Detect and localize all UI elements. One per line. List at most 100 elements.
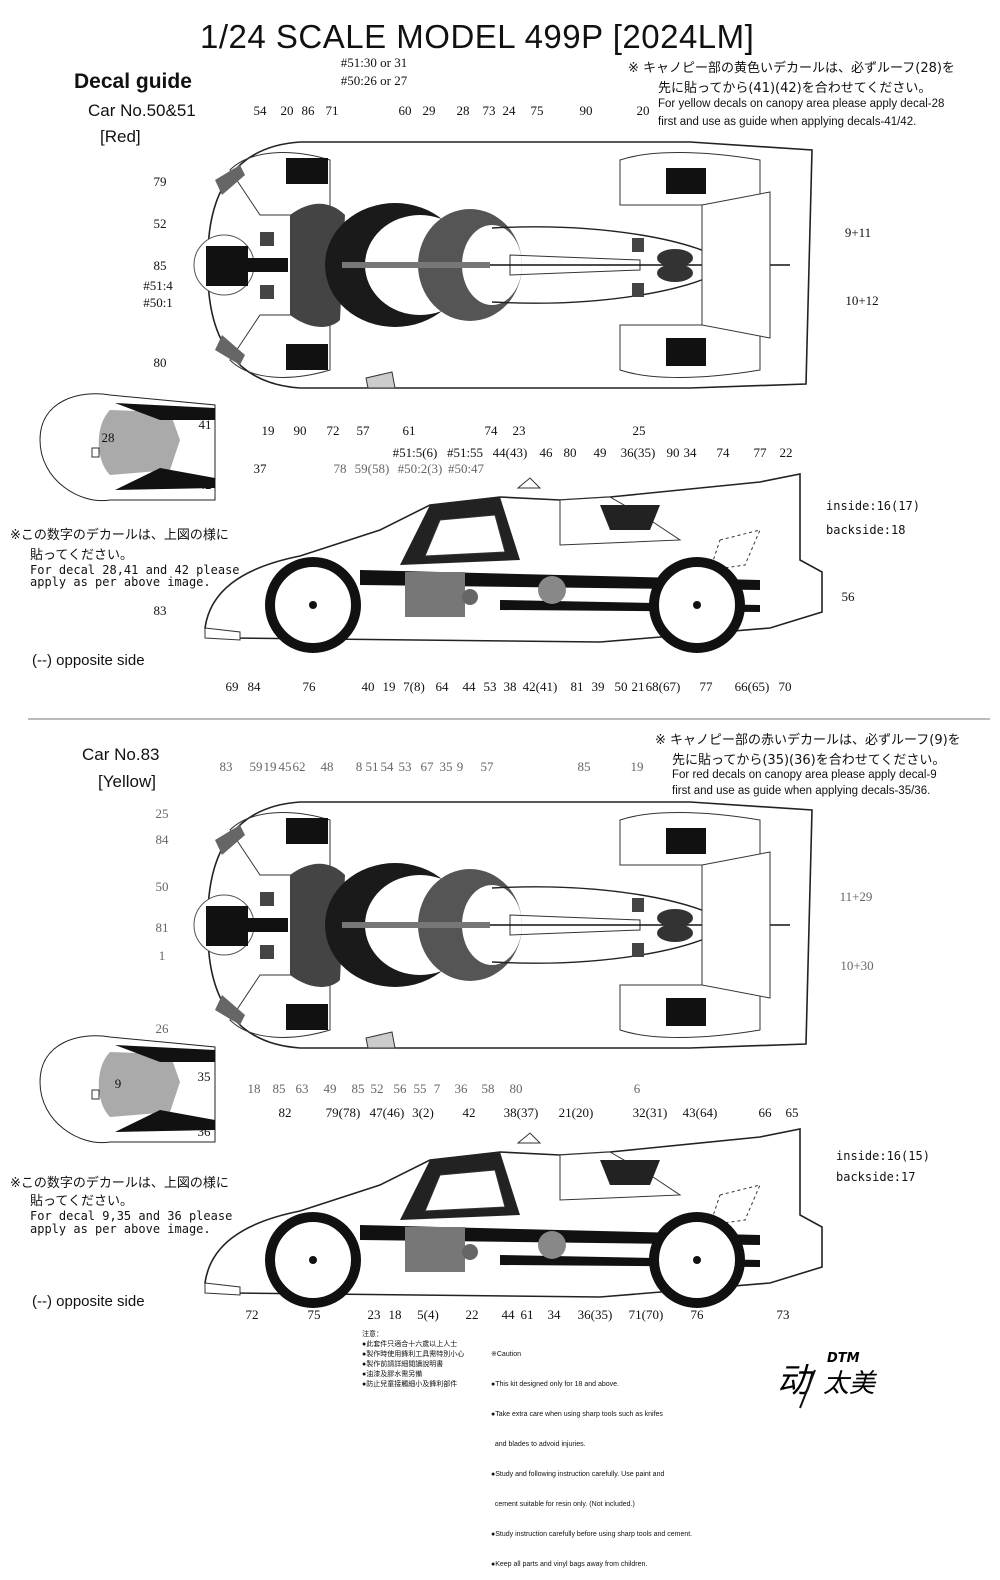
decal-number-label: 79(78) bbox=[325, 1105, 361, 1120]
apply-note-en-line1: For decal 28,41 and 42 please bbox=[30, 563, 240, 577]
decal-number-label: 81 bbox=[155, 920, 169, 935]
decal-number-label: 18 bbox=[247, 1081, 261, 1096]
decal-number-label: 20 bbox=[280, 103, 294, 118]
decal-number-label: 9 bbox=[114, 1076, 122, 1091]
decal-number-label: 5(4) bbox=[417, 1307, 439, 1322]
decal-number-label: 39 bbox=[591, 679, 605, 694]
decal-number-label: 60 bbox=[398, 103, 412, 118]
decal-number-label: 32(31) bbox=[632, 1105, 668, 1120]
decal-number-label: 58 bbox=[481, 1081, 495, 1096]
decal-number-label: 53 bbox=[483, 679, 497, 694]
decal-number-label: 57 bbox=[480, 759, 494, 774]
decal-number-label: 85 bbox=[351, 1081, 365, 1096]
apply-note-jp-line1: ※この数字のデカールは、上図の様に bbox=[10, 528, 229, 543]
decal-number-label: 71(70) bbox=[628, 1307, 664, 1322]
decal-number-label: 7 bbox=[433, 1081, 441, 1096]
car-number-heading: Car No.83 bbox=[82, 745, 160, 764]
decal-number-label: 46 bbox=[539, 445, 553, 460]
decal-number-label: 42 bbox=[198, 477, 212, 492]
caution-en-block: ※Caution ●This kit designed only for 18 … bbox=[491, 1330, 692, 1580]
apply-note-en-line2: apply as per above image. bbox=[30, 575, 211, 589]
side-view-car-50-51 bbox=[205, 474, 822, 648]
decal-number-label: 40 bbox=[361, 679, 375, 694]
decal-number-label: 63 bbox=[295, 1081, 309, 1096]
decal-number-label: 70 bbox=[778, 679, 792, 694]
apply-note-jp-line2: 貼ってください。 bbox=[30, 1194, 133, 1209]
decal-number-label: 77 bbox=[753, 445, 767, 460]
top-view-car-50-51 bbox=[194, 142, 812, 388]
canopy-detail-83 bbox=[39, 1035, 216, 1144]
decal-number-label: 7(8) bbox=[403, 679, 425, 694]
decal-number-label: 21 bbox=[631, 679, 645, 694]
decal-number-label: 21(20) bbox=[558, 1105, 594, 1120]
decal-number-label: 59(58) bbox=[354, 461, 390, 476]
opposite-side-legend: (--) opposite side bbox=[32, 652, 145, 669]
decal-number-label: #50:1 bbox=[143, 295, 173, 310]
decal-number-label: 85 bbox=[577, 759, 591, 774]
decal-number-label: 74 bbox=[484, 423, 498, 438]
decal-number-label: 82 bbox=[278, 1105, 292, 1120]
decal-number-label: 68(67) bbox=[645, 679, 681, 694]
decal-number-label: 9 bbox=[456, 759, 464, 774]
decal-number-label: 80 bbox=[509, 1081, 523, 1096]
apply-note-en-line2: apply as per above image. bbox=[30, 1222, 211, 1236]
decal-number-label: 84 bbox=[155, 832, 169, 847]
decal-number-label: 11+29 bbox=[839, 889, 873, 904]
decal-number-label: 90 bbox=[293, 423, 307, 438]
decal-number-label: 44(43) bbox=[492, 445, 528, 460]
decal-number-label: 6 bbox=[633, 1081, 641, 1096]
decal-number-label: 53 bbox=[398, 759, 412, 774]
decal-number-label: 56 bbox=[393, 1081, 407, 1096]
caution-cn-line: ●防止兒童接觸細小及鋒利部件 bbox=[362, 1381, 458, 1388]
decal-number-label: 22 bbox=[779, 445, 793, 460]
top-view-car-83 bbox=[194, 802, 812, 1048]
decal-number-label: 19 bbox=[630, 759, 644, 774]
decal-number-label: 10+30 bbox=[840, 958, 874, 973]
car-color-heading: [Yellow] bbox=[98, 772, 156, 791]
decal-number-label: 83 bbox=[153, 603, 167, 618]
canopy-detail-50-51 bbox=[39, 393, 216, 502]
decal-number-label: 3(2) bbox=[412, 1105, 434, 1120]
decal-number-label: 18 bbox=[388, 1307, 402, 1322]
decal-number-label: 78 bbox=[333, 461, 347, 476]
decal-number-label: 41 bbox=[198, 417, 212, 432]
decal-number-label: 90 bbox=[666, 445, 680, 460]
caution-cn-title: 注意： bbox=[362, 1331, 383, 1338]
decal-number-label: 54 bbox=[253, 103, 267, 118]
decal-number-label: #51:55 bbox=[446, 445, 484, 460]
decal-number-label: 83 bbox=[219, 759, 233, 774]
decal-number-label: 86 bbox=[301, 103, 315, 118]
decal-number-label: 19 bbox=[382, 679, 396, 694]
decal-number-label: 49 bbox=[323, 1081, 337, 1096]
caution-en-title: ※Caution bbox=[491, 1351, 521, 1358]
caution-cn-block: 注意： ●此套件只適合十六歲以上人士 ●製作時使用鋒利工具需特別小心 ●製作前請… bbox=[362, 1330, 464, 1390]
decal-number-label: 44 bbox=[462, 679, 476, 694]
caution-cn-line: ●此套件只適合十六歲以上人士 bbox=[362, 1341, 458, 1348]
decal-number-label: 49 bbox=[593, 445, 607, 460]
decal-number-label: 59 bbox=[249, 759, 263, 774]
canopy-note-en-line2: first and use as guide when applying dec… bbox=[672, 785, 931, 797]
decal-number-label: 67 bbox=[420, 759, 434, 774]
caution-cn-line: ●製作時使用鋒利工具需特別小心 bbox=[362, 1351, 465, 1358]
decal-number-label: 45 bbox=[278, 759, 292, 774]
decal-number-label: 75 bbox=[307, 1307, 321, 1322]
decal-number-label: 52 bbox=[153, 216, 167, 231]
guide-title: Decal guide bbox=[74, 70, 192, 93]
decal-number-label: #51:4 bbox=[143, 278, 173, 293]
canopy-note-jp-line1: ※ キャノピー部の赤いデカールは、必ずルーフ(9)を bbox=[655, 733, 961, 748]
svg-text:动: 动 bbox=[777, 1361, 815, 1401]
caution-en-line: ●Keep all parts and vinyl bags away from… bbox=[491, 1561, 648, 1568]
caution-cn-line: ●製作前請詳細閱讀說明書 bbox=[362, 1361, 444, 1368]
decal-number-label: #51:30 or 31 bbox=[340, 55, 408, 70]
decal-number-label: 62 bbox=[292, 759, 306, 774]
decal-number-label: #50:2(3) bbox=[397, 461, 443, 476]
decal-number-label: 73 bbox=[482, 103, 496, 118]
decal-number-label: #50:26 or 27 bbox=[340, 73, 408, 88]
decal-number-label: 19 bbox=[261, 423, 275, 438]
decal-number-label: 77 bbox=[699, 679, 713, 694]
caution-en-line: and blades to advoid injuries. bbox=[491, 1441, 586, 1448]
svg-text:太美: 太美 bbox=[823, 1369, 878, 1399]
decal-number-label: 1 bbox=[158, 948, 166, 963]
car-number-heading: Car No.50&51 bbox=[88, 101, 196, 120]
decal-number-label: 61 bbox=[402, 423, 416, 438]
